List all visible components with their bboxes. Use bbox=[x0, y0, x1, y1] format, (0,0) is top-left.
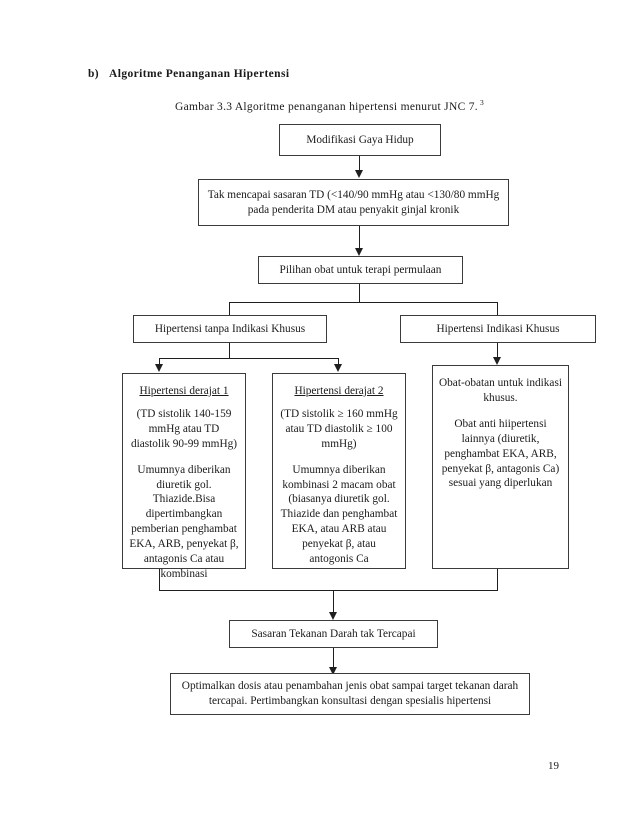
figure-caption-text: Gambar 3.3 Algoritme penanganan hiperten… bbox=[175, 100, 478, 113]
node-hipertensi-indikasi-khusus: Hipertensi Indikasi Khusus bbox=[400, 315, 596, 343]
arrowhead-n4-n6 bbox=[155, 364, 163, 372]
node-paragraph: (TD sistolik ≥ 160 mmHg atau TD diastoli… bbox=[280, 407, 398, 450]
node-optimalkan-dosis: Optimalkan dosis atau penambahan jenis o… bbox=[170, 673, 530, 715]
connector-n9-n10 bbox=[333, 648, 335, 670]
connector-n4-split-bar bbox=[159, 358, 339, 360]
connector-n8-down bbox=[497, 569, 499, 591]
connector-n3-split-bar bbox=[229, 302, 498, 304]
node-hipertensi-tanpa-indikasi-khusus: Hipertensi tanpa Indikasi Khusus bbox=[133, 315, 327, 343]
node-label: Tak mencapai sasaran TD (<140/90 mmHg at… bbox=[207, 188, 500, 216]
connector-n4-n7 bbox=[338, 358, 340, 366]
node-tak-mencapai-sasaran: Tak mencapai sasaran TD (<140/90 mmHg at… bbox=[198, 179, 509, 226]
connector-n3-n5 bbox=[497, 302, 499, 316]
page-number: 19 bbox=[548, 760, 559, 772]
connector-n3-stem bbox=[359, 284, 361, 303]
node-paragraph: Obat anti hiipertensi lainnya (diuretik,… bbox=[441, 417, 560, 490]
connector-n3-n4 bbox=[229, 302, 231, 316]
connector-merge-n9 bbox=[333, 590, 335, 614]
connector-n2-n3 bbox=[359, 226, 361, 250]
node-paragraph: Umumnya diberikan diuretik gol. Thiazide… bbox=[129, 463, 239, 580]
node-paragraph: Obat-obatan untuk indikasi khusus. bbox=[439, 377, 562, 404]
node-modifikasi-gaya-hidup: Modifikasi Gaya Hidup bbox=[279, 124, 441, 156]
node-label: Pilihan obat untuk terapi permulaan bbox=[279, 263, 442, 276]
node-title: Hipertensi derajat 1 bbox=[139, 385, 229, 397]
node-paragraph: Umumnya diberikan kombinasi 2 macam obat… bbox=[280, 463, 398, 566]
node-sasaran-tidak-tercapai: Sasaran Tekanan Darah tak Tercapai bbox=[229, 620, 438, 648]
arrowhead-n4-n7 bbox=[334, 364, 342, 372]
connector-merge-bar bbox=[159, 590, 498, 592]
section-heading-text: Algoritme Penanganan Hipertensi bbox=[109, 68, 290, 80]
connector-n4-n6 bbox=[159, 358, 161, 366]
arrowhead-n1-n2 bbox=[355, 170, 363, 178]
arrowhead-n9-n10 bbox=[329, 667, 337, 675]
connector-n5-n8 bbox=[497, 343, 499, 359]
node-label: Sasaran Tekanan Darah tak Tercapai bbox=[251, 627, 416, 640]
node-hipertensi-derajat-1: Hipertensi derajat 1 (TD sistolik 140-15… bbox=[122, 373, 246, 580]
node-title: Hipertensi derajat 2 bbox=[294, 385, 384, 397]
section-heading: b) Algoritme Penanganan Hipertensi bbox=[88, 68, 289, 80]
section-marker: b) bbox=[88, 68, 100, 80]
arrowhead-n2-n3 bbox=[355, 248, 363, 256]
figure-caption: Gambar 3.3 Algoritme penanganan hiperten… bbox=[175, 98, 484, 113]
connector-n4-stem bbox=[229, 343, 231, 359]
node-obat-indikasi-khusus: Obat-obatan untuk indikasi khusus. Obat … bbox=[432, 365, 569, 569]
node-label: Hipertensi Indikasi Khusus bbox=[436, 322, 560, 335]
connector-n1-n2 bbox=[359, 156, 361, 172]
figure-caption-superscript: 3 bbox=[479, 98, 484, 107]
node-label: Optimalkan dosis atau penambahan jenis o… bbox=[181, 680, 519, 707]
arrowhead-merge-n9 bbox=[329, 612, 337, 620]
node-hipertensi-derajat-2: Hipertensi derajat 2 (TD sistolik ≥ 160 … bbox=[272, 373, 406, 569]
node-label: Hipertensi tanpa Indikasi Khusus bbox=[154, 322, 306, 335]
connector-n6-down bbox=[159, 569, 161, 591]
node-paragraph: (TD sistolik 140-159 mmHg atau TD diasto… bbox=[130, 407, 238, 450]
arrowhead-n5-n8 bbox=[493, 357, 501, 365]
node-label: Modifikasi Gaya Hidup bbox=[306, 133, 414, 146]
node-pilihan-obat: Pilihan obat untuk terapi permulaan bbox=[258, 256, 463, 284]
